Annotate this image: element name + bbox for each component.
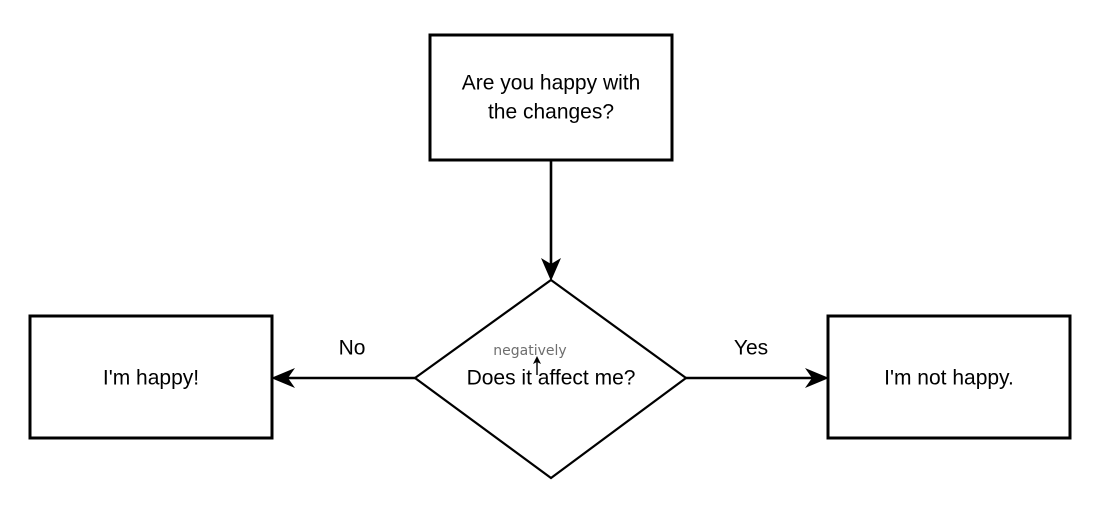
edge-decision-to-not-happy-arrowhead <box>805 368 829 388</box>
node-not-happy-label: I'm not happy. <box>884 367 1014 390</box>
insertion-caret-arrow-icon <box>533 356 541 364</box>
edge-label-no: No <box>339 337 366 360</box>
node-not-happy-box[interactable] <box>826 314 1072 440</box>
node-happy-box[interactable] <box>28 314 274 440</box>
node-start-box[interactable] <box>428 33 674 162</box>
edge-label-yes: Yes <box>734 337 768 360</box>
node-decision-annotation: negatively <box>493 343 566 359</box>
node-happy-label: I'm happy! <box>103 367 199 390</box>
edge-decision-to-happy-arrowhead <box>271 368 295 388</box>
node-start-label-line2: the changes? <box>488 101 614 124</box>
edge-start-to-decision-arrowhead <box>541 258 561 281</box>
node-decision-label: Does it affect me? <box>467 367 636 390</box>
node-decision-diamond[interactable] <box>413 278 688 480</box>
node-start-label-line1: Are you happy with <box>462 72 641 95</box>
